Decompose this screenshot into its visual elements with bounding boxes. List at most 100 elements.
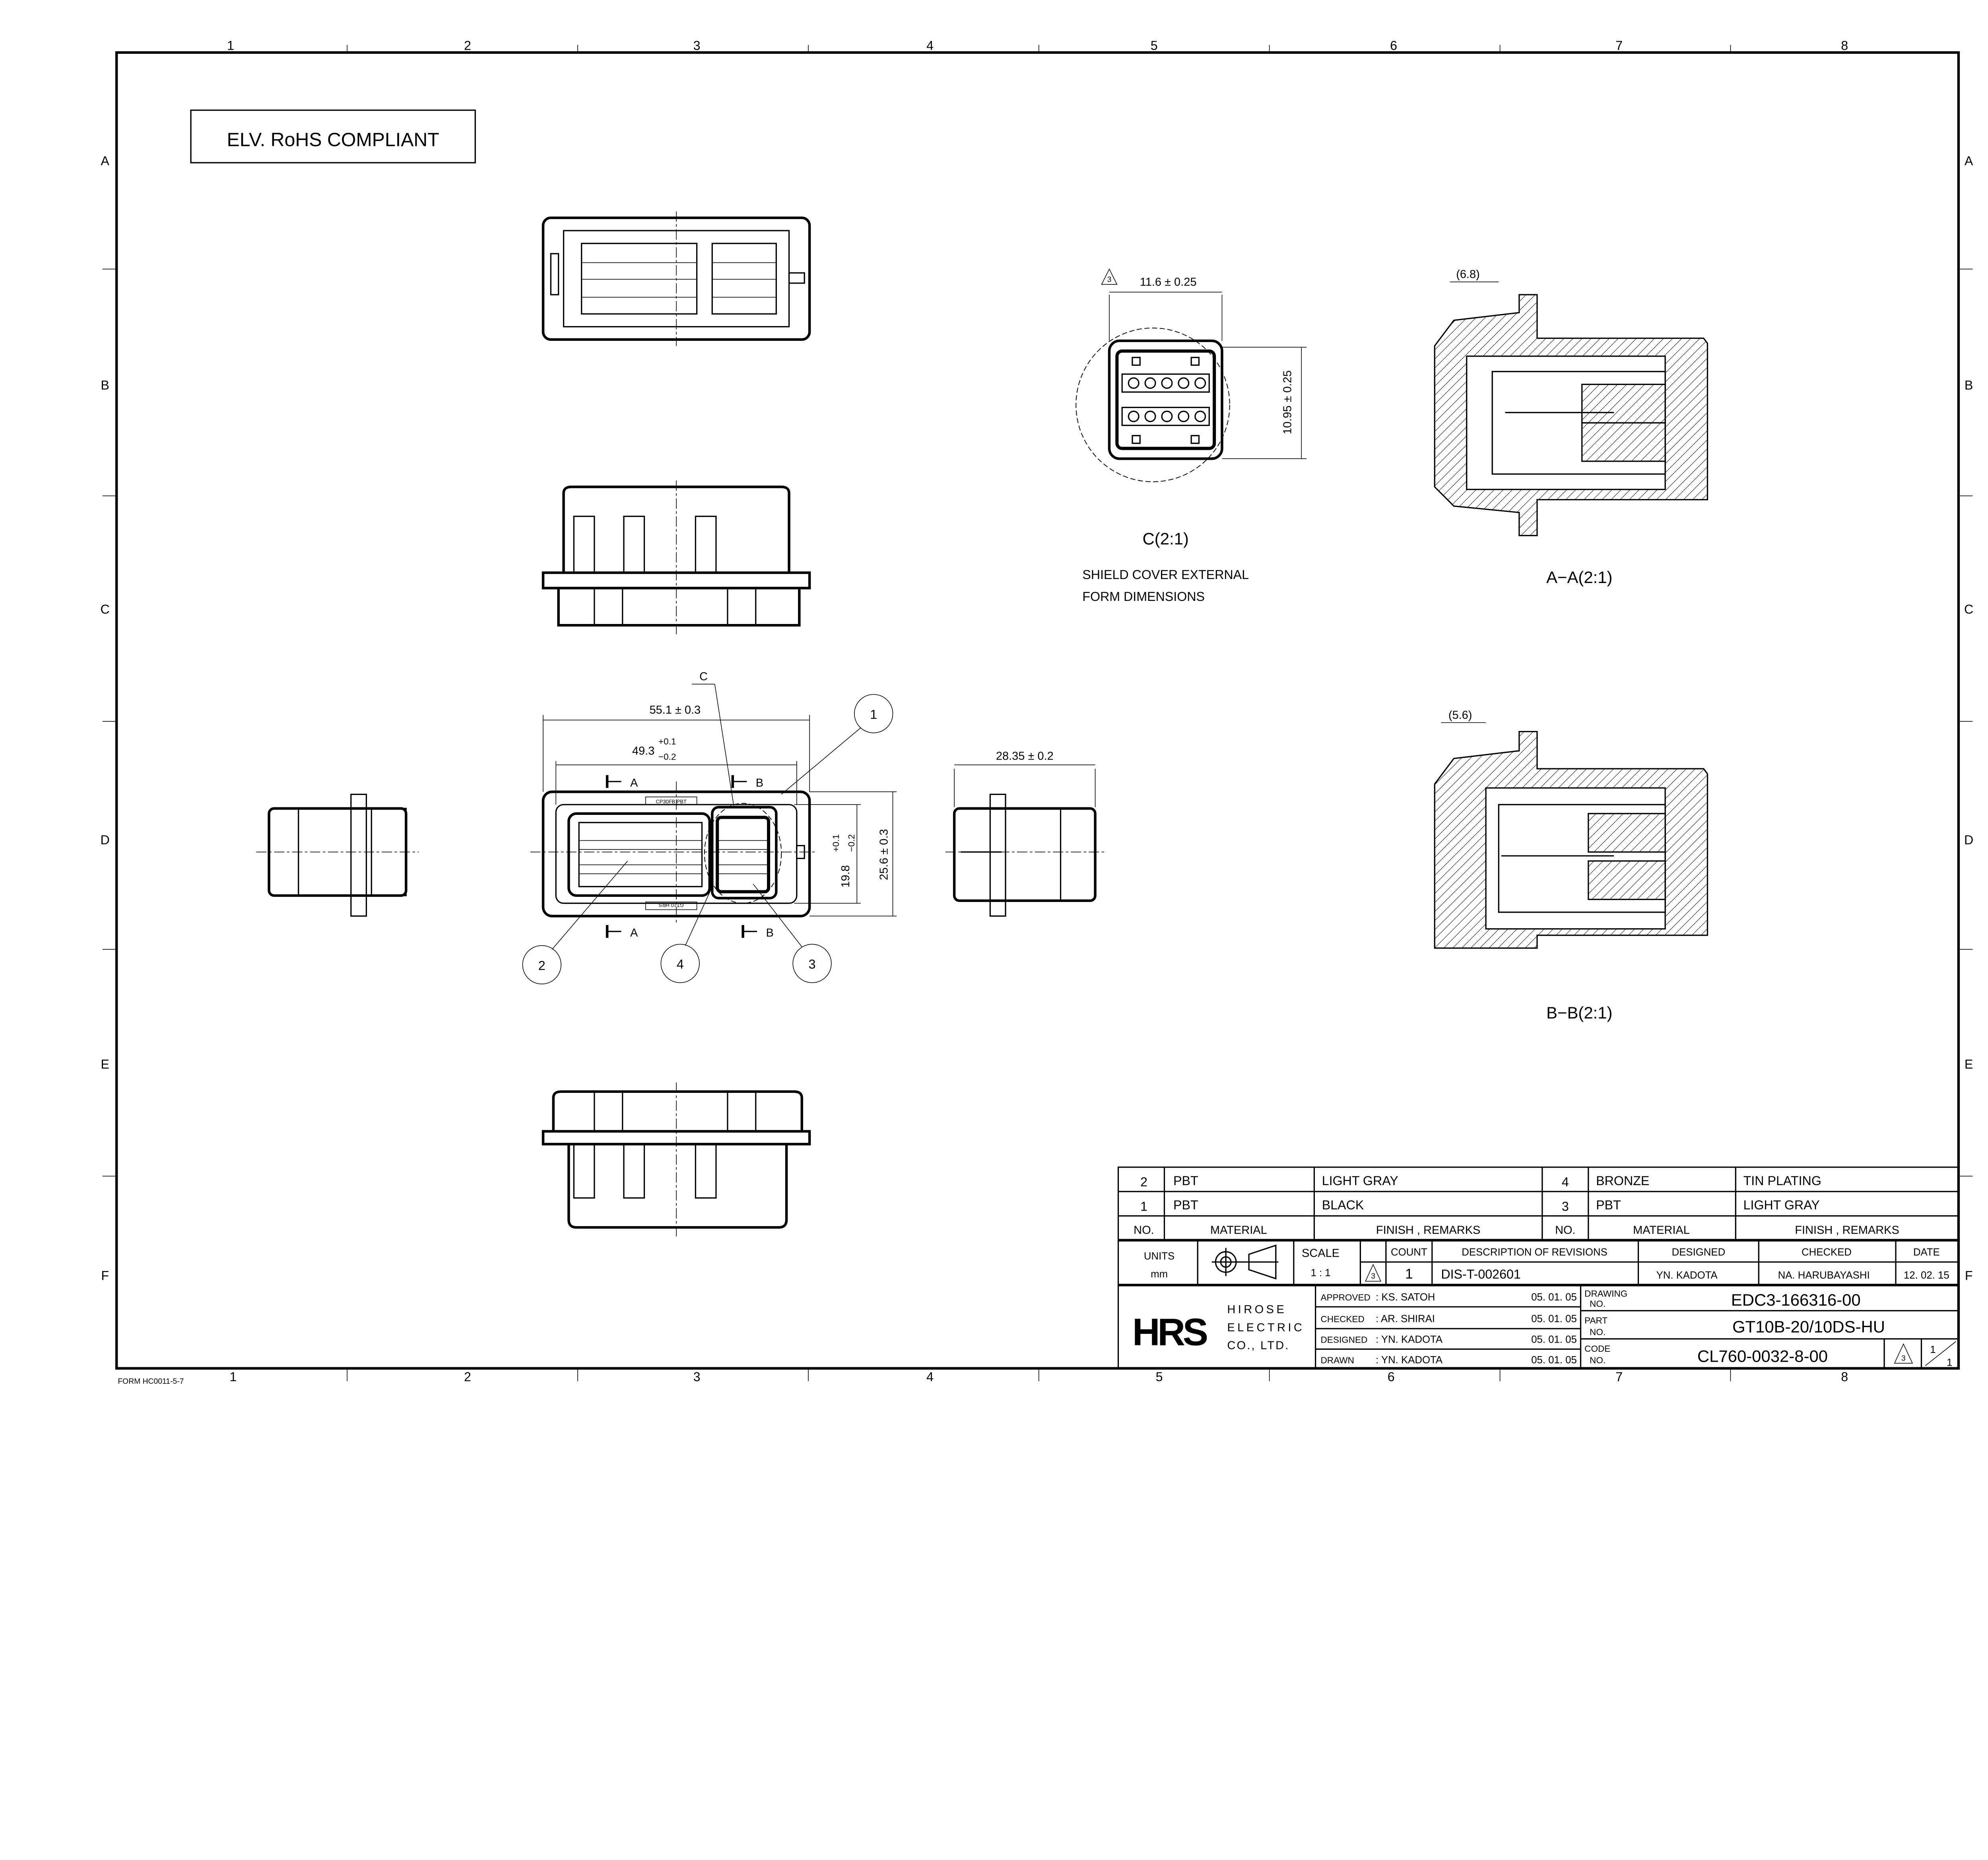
marking-bottom: GT10 HRS bbox=[659, 902, 684, 908]
shield-note-line2: FORM DIMENSIONS bbox=[1082, 589, 1205, 604]
code-no-label-1: CODE bbox=[1584, 1344, 1610, 1354]
drawing-no-label-1: DRAWING bbox=[1584, 1289, 1627, 1298]
balloon-4: 4 bbox=[677, 957, 684, 972]
drawn-name: : YN. KADOTA bbox=[1376, 1355, 1443, 1366]
svg-text:7: 7 bbox=[1615, 39, 1623, 53]
header-material-left: MATERIAL bbox=[1210, 1224, 1267, 1236]
section-aa-label: A−A(2:1) bbox=[1546, 568, 1612, 587]
checked-role: CHECKED bbox=[1321, 1314, 1365, 1324]
part-4-material: BRONZE bbox=[1596, 1174, 1649, 1188]
svg-text:4: 4 bbox=[926, 39, 934, 53]
cut-b-top: B bbox=[756, 777, 763, 789]
part-1-no: 1 bbox=[1140, 1199, 1147, 1213]
svg-text:F: F bbox=[101, 1268, 109, 1283]
code-no-label-2: NO. bbox=[1590, 1355, 1606, 1365]
svg-text:A: A bbox=[101, 154, 109, 168]
cut-b-bottom: B bbox=[766, 927, 774, 939]
section-bb-label: B−B(2:1) bbox=[1546, 1003, 1612, 1022]
designed-date: 05. 01. 05 bbox=[1531, 1334, 1577, 1345]
top-view bbox=[542, 211, 811, 346]
company-name-line1: HIROSE bbox=[1227, 1303, 1287, 1316]
zone-row-labels-left: AB CD EF bbox=[101, 154, 110, 1283]
svg-text:8: 8 bbox=[1841, 1370, 1848, 1384]
dim-ref-bb: (5.6) bbox=[1448, 709, 1472, 721]
rev-header-date: DATE bbox=[1913, 1247, 1940, 1258]
svg-text:D: D bbox=[101, 833, 110, 847]
sheet-border bbox=[115, 51, 1960, 1370]
code-revision-mark: 3 bbox=[1901, 1354, 1906, 1362]
dim-shield-revision-marker: 3 bbox=[1107, 276, 1112, 284]
sheet-number: 1 bbox=[1930, 1344, 1936, 1355]
revision-block: UNITS mm SCALE 1 : 1 3 COUNT DESCRIPTION… bbox=[1117, 1239, 1959, 1287]
rev-header-description: DESCRIPTION OF REVISIONS bbox=[1462, 1247, 1607, 1258]
part-4-no: 4 bbox=[1562, 1175, 1569, 1189]
svg-text:4: 4 bbox=[926, 1370, 934, 1384]
side-elevation-bottom bbox=[542, 1083, 811, 1236]
rev-header-count: COUNT bbox=[1391, 1247, 1427, 1258]
drawing-no-label-2: NO. bbox=[1590, 1299, 1606, 1309]
dim-inner-width-tol-plus: +0.1 bbox=[658, 737, 676, 746]
header-no-right: NO. bbox=[1555, 1224, 1576, 1236]
svg-text:5: 5 bbox=[1156, 1370, 1163, 1384]
balloon-3: 3 bbox=[809, 957, 816, 972]
checked-name: : AR. SHIRAI bbox=[1376, 1314, 1435, 1325]
dim-inner-width: 49.3 bbox=[632, 745, 654, 758]
dim-shield-height: 10.95 ± 0.25 bbox=[1281, 370, 1294, 434]
detail-c-marker: C bbox=[699, 671, 708, 683]
form-number: FORM HC0011-5-7 bbox=[118, 1377, 184, 1386]
revision-mark: 3 bbox=[1371, 1272, 1375, 1281]
header-material-right: MATERIAL bbox=[1633, 1224, 1690, 1236]
designed-role: DESIGNED bbox=[1321, 1335, 1368, 1345]
shield-note-line1: SHIELD COVER EXTERNAL bbox=[1082, 568, 1249, 582]
svg-text:8: 8 bbox=[1841, 39, 1848, 53]
checked-date: 05. 01. 05 bbox=[1531, 1314, 1577, 1325]
company-logo: HRS bbox=[1132, 1311, 1207, 1354]
designed-name: : YN. KADOTA bbox=[1376, 1334, 1443, 1345]
section-bb-view: (5.6) B−B(2:1) bbox=[1434, 709, 1708, 1022]
code-number: CL760-0032-8-00 bbox=[1697, 1347, 1828, 1366]
part-3-no: 3 bbox=[1562, 1199, 1569, 1213]
header-finish-right: FINISH , REMARKS bbox=[1795, 1224, 1899, 1236]
dim-inner-width-tol-minus: −0.2 bbox=[658, 752, 676, 762]
dim-ref-aa: (6.8) bbox=[1456, 268, 1480, 281]
dim-inner-height-tol-plus: +0.1 bbox=[831, 834, 841, 852]
right-side-view: 28.35 ± 0.2 bbox=[945, 750, 1105, 917]
drawn-role: DRAWN bbox=[1321, 1355, 1354, 1365]
rev-description: DIS-T-002601 bbox=[1441, 1267, 1520, 1281]
svg-text:B: B bbox=[101, 378, 109, 392]
part-3-material: PBT bbox=[1596, 1198, 1621, 1212]
drawing-number: EDC3-166316-00 bbox=[1731, 1291, 1861, 1309]
cut-a-bottom: A bbox=[630, 927, 638, 939]
third-angle-projection-icon bbox=[1211, 1244, 1279, 1280]
svg-text:2: 2 bbox=[464, 39, 471, 53]
detail-c-label: C(2:1) bbox=[1143, 529, 1189, 548]
part-number: GT10B-20/10DS-HU bbox=[1732, 1318, 1885, 1336]
parts-table: 2 PBT LIGHT GRAY 1 PBT BLACK 4 BRONZE TI… bbox=[1117, 1166, 1959, 1242]
header-finish-left: FINISH , REMARKS bbox=[1376, 1224, 1481, 1236]
dim-inner-height: 19.8 bbox=[839, 865, 852, 887]
scale-label: SCALE bbox=[1302, 1247, 1340, 1259]
compliance-note: ELV. RoHS COMPLIANT bbox=[227, 129, 439, 150]
approved-role: APPROVED bbox=[1321, 1292, 1371, 1302]
part-2-no: 2 bbox=[1140, 1175, 1147, 1189]
svg-text:D: D bbox=[1964, 833, 1973, 847]
dim-depth: 28.35 ± 0.2 bbox=[996, 750, 1054, 762]
svg-text:6: 6 bbox=[1388, 1370, 1395, 1384]
part-4-finish: TIN PLATING bbox=[1743, 1174, 1821, 1188]
rev-checked: NA. HARUBAYASHI bbox=[1778, 1270, 1870, 1281]
main-front-view: CP30FB PBT GT10 HRS A A B B C 55.1 ± 0.3… bbox=[530, 671, 897, 939]
detail-c-view: 3 11.6 ± 0.25 10.95 ± 0.25 C(2:1) SHIELD… bbox=[1076, 268, 1307, 604]
part-no-label-2: NO. bbox=[1590, 1327, 1606, 1337]
rev-designed: YN. KADOTA bbox=[1656, 1270, 1718, 1281]
svg-text:3: 3 bbox=[693, 1370, 701, 1384]
company-name-line3: CO., LTD. bbox=[1227, 1339, 1289, 1352]
rev-header-designed: DESIGNED bbox=[1672, 1247, 1726, 1258]
part-2-finish: LIGHT GRAY bbox=[1322, 1174, 1398, 1188]
side-elevation-top bbox=[542, 480, 811, 634]
compliance-box bbox=[190, 109, 476, 163]
svg-text:C: C bbox=[1964, 602, 1973, 616]
company-name-line2: ELECTRIC bbox=[1227, 1321, 1305, 1334]
